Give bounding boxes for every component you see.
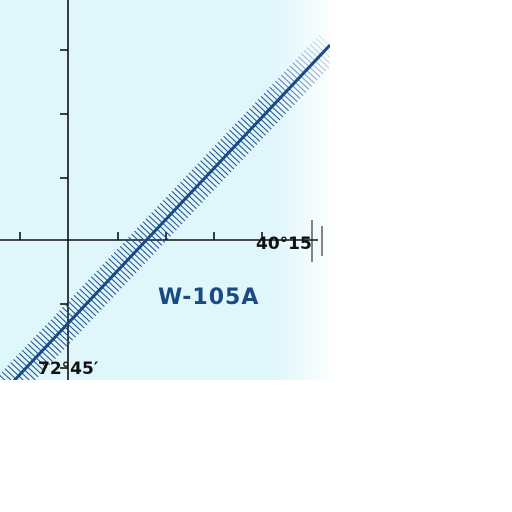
area-label: W-105A bbox=[158, 285, 259, 310]
longitude-label: 72°45′ bbox=[38, 359, 99, 379]
edge-fade bbox=[270, 0, 330, 380]
restricted-area-boundary bbox=[12, 43, 330, 380]
graticule bbox=[0, 0, 323, 380]
hatch-mark bbox=[0, 374, 6, 380]
latitude-label: 40°15 bbox=[256, 234, 312, 254]
hatch-mark bbox=[1, 371, 12, 380]
